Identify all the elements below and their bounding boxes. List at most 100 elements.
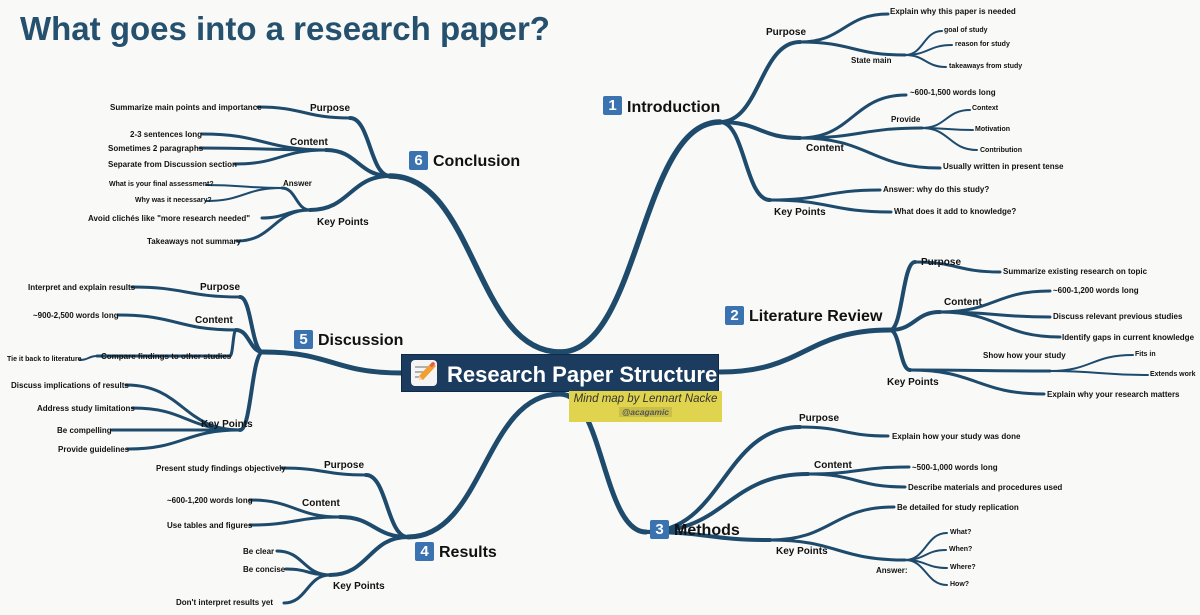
lit-review-matters: Explain why your research matters <box>1047 390 1180 399</box>
conclusion-key-points-label: Key Points <box>317 217 369 228</box>
discussion-number-badge: 5 <box>294 330 313 349</box>
credit-handle: @acagamic <box>619 407 673 417</box>
intro-state-main-item: takeaways from study <box>949 63 1023 70</box>
branch-line <box>908 368 1046 396</box>
branch-line <box>338 515 410 539</box>
lit-review-content-item: Discuss relevant previous studies <box>1053 312 1183 321</box>
discussion-content-label: Content <box>195 315 233 326</box>
results-key-point: Be concise <box>243 565 286 574</box>
intro-provide-item: Contribution <box>980 147 1022 154</box>
conclusion-key-point: Avoid clichés like "more research needed… <box>88 214 251 223</box>
discussion-key-point: Address study limitations <box>37 404 135 413</box>
discussion-key-points-label: Key Points <box>201 419 253 430</box>
central-topic-label: Research Paper Structure <box>447 362 718 387</box>
methods-answer-label: Answer: <box>876 566 908 575</box>
branch-line <box>205 187 283 202</box>
lit-review-content-item: Identify gaps in current knowledge <box>1062 333 1195 342</box>
branch-line <box>888 260 917 332</box>
branch-line <box>718 120 802 140</box>
branch-line <box>248 515 342 527</box>
conclusion-content-label: Content <box>290 137 328 148</box>
intro-provide-item: Motivation <box>975 126 1010 133</box>
results-purpose-item: Present study findings objectively <box>156 464 286 473</box>
branch-line <box>116 313 238 332</box>
conclusion-content-item: Separate from Discussion section <box>108 160 237 169</box>
methods-content-item: ~500-1,000 words long <box>912 463 998 472</box>
results-content-item: ~600-1,200 words long <box>167 496 253 505</box>
lit-review-section-title: Literature Review <box>749 308 883 325</box>
results-purpose-label: Purpose <box>324 460 365 471</box>
branch-line <box>913 260 1002 274</box>
results-key-point: Don't interpret results yet <box>176 598 274 607</box>
conclusion-answer-item: Why was it necessary? <box>135 197 212 204</box>
results-content-label: Content <box>302 498 340 509</box>
branch-line <box>921 127 978 151</box>
lit-review-purpose-label: Purpose <box>921 257 962 268</box>
conclusion-key-point: Takeaways not summary <box>147 237 242 246</box>
conclusion-purpose-label: Purpose <box>310 103 351 114</box>
methods-key-points-label: Key Points <box>776 546 828 557</box>
discussion-content-item: ~900-2,500 words long <box>33 311 119 320</box>
branch-line <box>798 136 942 170</box>
central-topic: Research Paper Structure <box>401 354 719 392</box>
intro-section-title: Introduction <box>627 99 721 116</box>
branch-line <box>130 285 242 299</box>
intro-purpose-label: Purpose <box>766 27 807 38</box>
branch-line <box>328 535 410 577</box>
discussion-section-title: Discussion <box>318 332 404 349</box>
lit-review-key-points-label: Key Points <box>887 377 939 388</box>
intro-key-point: Answer: why do this study? <box>883 185 990 194</box>
intro-content-label: Content <box>806 143 844 154</box>
conclusion-content-item: Sometimes 2 paragraphs <box>108 144 204 153</box>
methods-content-item: Describe materials and procedures used <box>908 483 1063 492</box>
branch-line <box>768 198 893 214</box>
conclusion-content-item: 2-3 sentences long <box>130 130 203 139</box>
branch-line <box>280 186 312 212</box>
methods-key-point-detail: Be detailed for study replication <box>897 503 1019 512</box>
methods-content-label: Content <box>814 460 852 471</box>
branch-line <box>904 54 947 68</box>
results-key-point: Be clear <box>243 547 275 556</box>
branch-line <box>557 119 723 355</box>
lit-review-show-item: Fits in <box>1135 351 1156 358</box>
methods-number-badge: 3 <box>650 520 669 539</box>
branch-line <box>798 126 924 140</box>
conclusion-answer-item: What is your final assessment? <box>109 181 214 188</box>
intro-purpose-explain: Explain why this paper is needed <box>890 7 1016 16</box>
branch-line <box>405 391 563 540</box>
credit-note: Mind map by Lennart Nacke @acagamic <box>569 391 722 422</box>
lit-review-show-item: Extends work <box>1150 371 1196 378</box>
lit-review-content-item: ~600-1,200 words long <box>1053 286 1139 295</box>
credit-text: Mind map by Lennart Nacke <box>573 393 718 405</box>
memo-icon <box>411 360 437 386</box>
branch-line <box>387 173 563 355</box>
lit-review-content-label: Content <box>944 297 982 308</box>
branch-line <box>888 328 912 372</box>
discussion-tie-back: Tie it back to literature <box>7 356 82 363</box>
branch-line <box>768 538 907 562</box>
branch-line <box>806 472 907 489</box>
results-content-item: Use tables and figures <box>167 521 253 530</box>
branch-line <box>718 120 772 202</box>
intro-key-point: What does it add to knowledge? <box>894 207 1017 216</box>
branch-line <box>79 355 98 361</box>
methods-purpose-item: Explain how your study was done <box>892 432 1021 441</box>
methods-answer-item: Where? <box>950 564 976 571</box>
lit-review-number-badge: 2 <box>725 306 744 325</box>
branch-line <box>1049 370 1149 376</box>
branch-line <box>644 472 810 534</box>
intro-provide-label: Provide <box>891 115 921 124</box>
methods-answer-item: How? <box>950 581 970 588</box>
discussion-key-point: Be compelling <box>57 426 112 435</box>
branch-line <box>798 425 890 438</box>
methods-section-title: Methods <box>674 522 740 539</box>
conclusion-number-badge: 6 <box>409 151 428 170</box>
methods-answer-item: What? <box>950 529 972 536</box>
branch-line <box>126 428 242 451</box>
methods-answer-item: When? <box>949 546 973 553</box>
intro-number-badge: 1 <box>603 96 622 115</box>
branch-line <box>938 310 1062 339</box>
results-section-title: Results <box>439 544 497 561</box>
